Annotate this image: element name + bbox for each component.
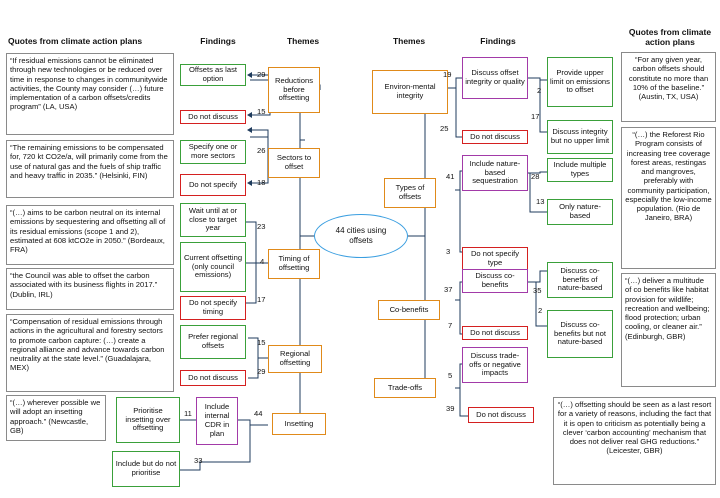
count-regional-none: 29 <box>257 367 266 376</box>
quote-leicester: “(…) offsetting should be seen as a last… <box>553 397 716 485</box>
count-co-not-nature: 2 <box>538 306 543 315</box>
theme-co-benefits: Co-benefits <box>378 300 440 320</box>
quote-guadalajara: “Compensation of residual emissions thro… <box>6 314 174 392</box>
count-only-nature: 13 <box>536 197 545 206</box>
count-multiple: 28 <box>531 172 540 181</box>
quote-rio: “(…) the Reforest Rio Program consists o… <box>621 127 716 269</box>
quote-bordeaux: “(…) aims to be carbon neutral on its in… <box>6 205 174 265</box>
count-reductions-last: 29 <box>257 70 266 79</box>
finding-timing-no-specify: Do not specify timing <box>180 296 246 320</box>
finding-discuss-tradeoffs: Discuss trade-offs or negative impacts <box>462 347 528 383</box>
quote-newcastle: “(…) wherever possible we will adopt an … <box>6 395 106 441</box>
header-findings-left: Findings <box>200 36 236 46</box>
finding-integrity-no-discuss: Do not discuss <box>462 130 528 144</box>
count-co-discuss: 37 <box>444 285 453 294</box>
finding-discuss-cobenefits: Discuss co-benefits <box>462 269 528 293</box>
theme-trade-offs: Trade-offs <box>374 378 436 398</box>
finding-regional-no-discuss: Do not discuss <box>180 370 246 386</box>
finding-nature-based: Include nature-based sequestration <box>462 155 528 191</box>
finding-wait-target-year: Wait until at or close to target year <box>180 203 246 237</box>
quote-helsinki: “The remaining emissions to be compensat… <box>6 140 174 198</box>
finding-no-specify-type: Do not specify type <box>462 247 528 271</box>
finding-cobenefits-not-nature: Discuss co-benefits but not nature-based <box>547 310 613 358</box>
finding-prioritise-insetting: Prioritise insetting over offsetting <box>116 397 180 443</box>
theme-insetting: Insetting <box>272 413 326 435</box>
count-insetting: 44 <box>254 409 263 418</box>
theme-environmental-integrity: Environ-mental integrity <box>372 70 448 114</box>
quote-dublin: “the Council was able to offset the carb… <box>6 268 174 310</box>
finding-only-nature-based: Only nature-based <box>547 199 613 225</box>
finding-cobenefits-nature: Discuss co-benefits of nature-based <box>547 262 613 298</box>
theme-regional-offsetting: Regional offsetting <box>268 345 322 373</box>
count-sectors-specify: 26 <box>257 146 266 155</box>
count-regional-prefer: 15 <box>257 338 266 347</box>
count-cdr-include: 33 <box>194 456 203 465</box>
count-types-none: 3 <box>446 247 451 256</box>
count-trade-discuss: 5 <box>448 371 453 380</box>
theme-sectors-to-offset: Sectors to offset <box>268 148 320 178</box>
quote-austin: “For any given year, carbon offsets shou… <box>621 52 716 122</box>
count-reductions-none: 15 <box>257 107 266 116</box>
quote-edinburgh: “(…) deliver a multitude of co benefits … <box>621 273 716 387</box>
finding-include-cdr: Include internal CDR in plan <box>196 397 238 445</box>
finding-tradeoffs-no-discuss: Do not discuss <box>468 407 534 423</box>
count-trade-none: 39 <box>446 404 455 413</box>
finding-upper-limit: Provide upper limit on emissions to offs… <box>547 57 613 107</box>
count-env-none: 25 <box>440 124 449 133</box>
count-upper: 2 <box>537 86 542 95</box>
theme-timing-of-offsetting: Timing of offsetting <box>268 249 320 279</box>
theme-types-of-offsets: Types of offsets <box>384 178 436 208</box>
header-findings-right: Findings <box>480 36 516 46</box>
header-quotes-left: Quotes from climate action plans <box>8 36 143 46</box>
finding-sectors-no-specify: Do not specify <box>180 174 246 196</box>
finding-offsets-last-option: Offsets as last option <box>180 64 246 86</box>
count-env-discuss: 19 <box>443 70 452 79</box>
finding-no-upper-limit: Discuss integrity but no upper limit <box>547 120 613 154</box>
count-sectors-none: 18 <box>257 178 266 187</box>
header-quotes-right: Quotes from climate action plans <box>628 27 712 47</box>
count-timing-none: 17 <box>257 295 266 304</box>
finding-specify-sectors: Specify one or more sectors <box>180 140 246 164</box>
finding-multiple-types: Include multiple types <box>547 158 613 182</box>
count-no-upper: 17 <box>531 112 540 121</box>
count-co-nature: 35 <box>533 286 542 295</box>
quote-la: “If residual emissions cannot be elimina… <box>6 53 174 135</box>
finding-reductions-no-discuss: Do not discuss <box>180 110 246 124</box>
finding-prefer-regional: Prefer regional offsets <box>180 325 246 359</box>
finding-cobenefits-no-discuss: Do not discuss <box>462 326 528 340</box>
finding-discuss-integrity: Discuss offset integrity or quality <box>462 57 528 99</box>
center-node: 44 cities using offsets <box>314 214 408 258</box>
header-themes-right: Themes <box>392 36 426 46</box>
count-timing-wait: 23 <box>257 222 266 231</box>
count-cdr-prioritise: 11 <box>184 409 192 418</box>
count-timing-current: 4 <box>260 257 265 266</box>
theme-reductions-before-offsetting: Reductions before offsetting <box>268 67 320 113</box>
finding-current-offsetting: Current offsetting (only council emissio… <box>180 242 246 292</box>
finding-include-not-prioritise: Include but do not prioritise <box>112 451 180 487</box>
count-co-none: 7 <box>448 321 453 330</box>
count-types-nature: 41 <box>446 172 455 181</box>
header-themes-left: Themes <box>286 36 320 46</box>
